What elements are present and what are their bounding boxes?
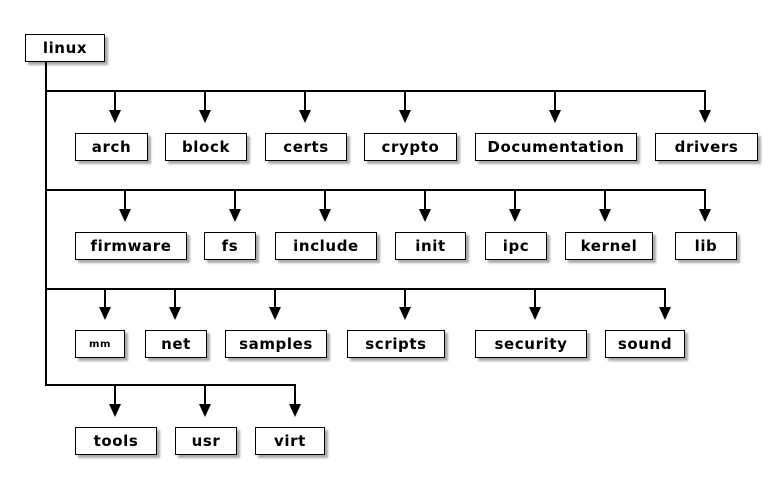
tree-node-mm: mm (75, 330, 125, 358)
arrow-shaft-line (304, 90, 306, 112)
tree-node-security: security (475, 330, 587, 358)
arrow-shaft-line (114, 384, 116, 406)
arrow-shaft-line (404, 288, 406, 309)
tree-node-init: init (395, 232, 466, 260)
arrow-shaft-line (534, 288, 536, 309)
arrow-shaft-line (204, 384, 206, 406)
arrow-shaft-line (704, 90, 706, 112)
arrowhead-icon (299, 110, 311, 123)
tree-node-net: net (145, 330, 207, 358)
tree-node-samples: samples (225, 330, 327, 358)
arrow-shaft-line (104, 288, 106, 309)
arrowhead-icon (109, 404, 121, 417)
rail-line-row-2 (45, 189, 707, 191)
tree-node-include: include (275, 232, 377, 260)
arrowhead-icon (659, 307, 671, 320)
tree-node-kernel: kernel (565, 232, 653, 260)
arrowhead-icon (699, 209, 711, 222)
arrowhead-icon (699, 110, 711, 123)
arrowhead-icon (229, 209, 241, 222)
tree-node-block: block (165, 133, 247, 161)
tree-node-firmware: firmware (75, 232, 187, 260)
tree-node-usr: usr (175, 427, 237, 455)
arrowhead-icon (289, 404, 301, 417)
arrow-shaft-line (114, 90, 116, 112)
arrow-shaft-line (274, 288, 276, 309)
tree-node-documentation: Documentation (475, 133, 637, 161)
arrow-shaft-line (234, 189, 236, 211)
arrowhead-icon (99, 307, 111, 320)
arrow-shaft-line (404, 90, 406, 112)
arrowhead-icon (119, 209, 131, 222)
arrowhead-icon (529, 307, 541, 320)
arrow-shaft-line (664, 288, 666, 309)
arrowhead-icon (199, 404, 211, 417)
tree-node-ipc: ipc (485, 232, 547, 260)
arrow-shaft-line (124, 189, 126, 211)
rail-line-row-4 (45, 384, 297, 386)
tree-node-crypto: crypto (364, 133, 457, 161)
tree-node-drivers: drivers (655, 133, 758, 161)
tree-node-arch: arch (75, 133, 148, 161)
arrowhead-icon (399, 307, 411, 320)
arrowhead-icon (319, 209, 331, 222)
arrow-shaft-line (324, 189, 326, 211)
rail-line-row-3 (45, 288, 667, 290)
arrow-shaft-line (294, 384, 296, 406)
tree-node-certs: certs (265, 133, 347, 161)
tree-node-virt: virt (255, 427, 325, 455)
tree-node-sound: sound (605, 330, 685, 358)
arrowhead-icon (509, 209, 521, 222)
arrowhead-icon (109, 110, 121, 123)
arrowhead-icon (269, 307, 281, 320)
tree-node-root: linux (25, 34, 105, 62)
tree-node-lib: lib (675, 232, 737, 260)
arrow-shaft-line (204, 90, 206, 112)
arrowhead-icon (399, 110, 411, 123)
arrowhead-icon (549, 110, 561, 123)
arrow-shaft-line (604, 189, 606, 211)
arrowhead-icon (199, 110, 211, 123)
arrow-shaft-line (514, 189, 516, 211)
arrow-shaft-line (704, 189, 706, 211)
arrowhead-icon (599, 209, 611, 222)
arrowhead-icon (169, 307, 181, 320)
arrow-shaft-line (424, 189, 426, 211)
arrow-shaft-line (554, 90, 556, 112)
tree-node-scripts: scripts (347, 330, 445, 358)
trunk-line (45, 62, 47, 386)
arrow-shaft-line (174, 288, 176, 309)
arrowhead-icon (419, 209, 431, 222)
tree-node-fs: fs (204, 232, 256, 260)
rail-line-row-1 (45, 90, 707, 92)
tree-node-tools: tools (75, 427, 157, 455)
